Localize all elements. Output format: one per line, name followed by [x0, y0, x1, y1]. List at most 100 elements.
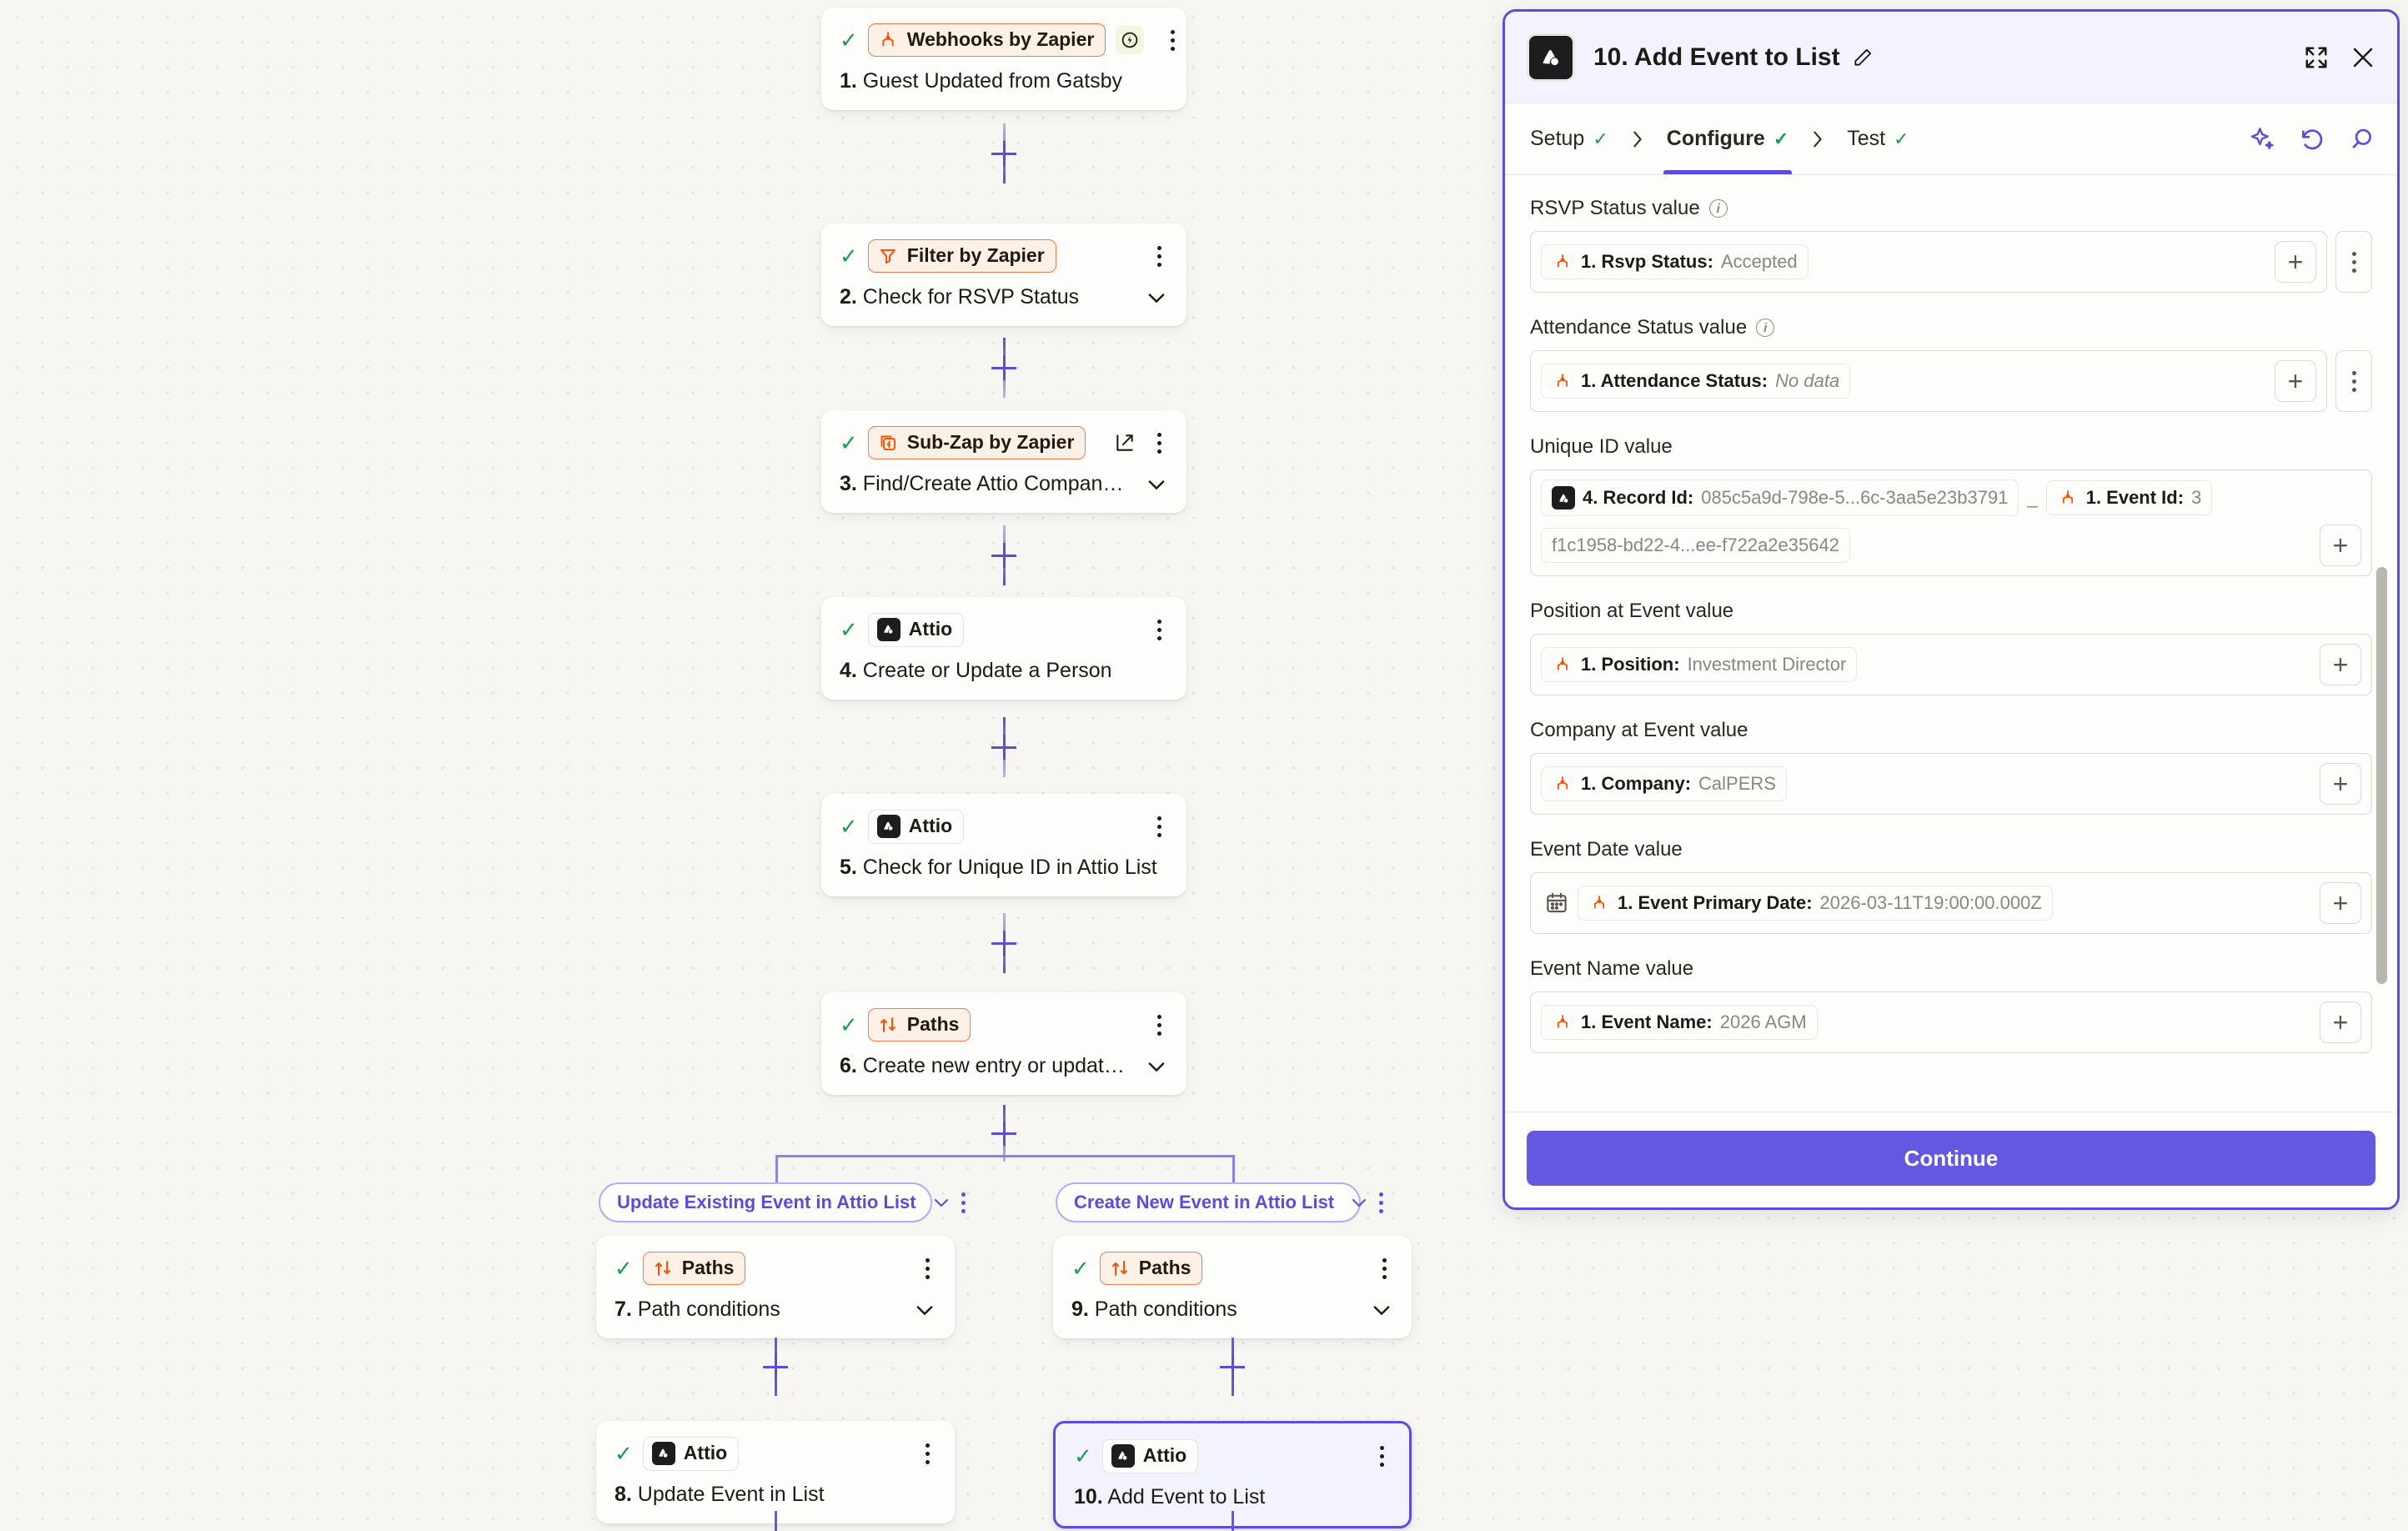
- tab-test[interactable]: Test ✓: [1847, 127, 1909, 150]
- field-menu-icon[interactable]: [2335, 231, 2372, 293]
- path-menu-icon[interactable]: [956, 1187, 971, 1218]
- node-menu-icon[interactable]: [1373, 1441, 1391, 1472]
- value-token[interactable]: 1. Attendance Status: No data: [1541, 364, 1851, 399]
- add-value-button[interactable]: +: [2275, 241, 2316, 283]
- panel-scrollbar-thumb[interactable]: [2376, 567, 2387, 984]
- add-step-button[interactable]: [991, 543, 1016, 568]
- field-label-text: Unique ID value: [1530, 435, 1673, 458]
- calendar-icon: [1544, 891, 1569, 916]
- field-group-5: Event Date value 1. Event Primary Date: …: [1530, 838, 2372, 934]
- value-token[interactable]: 4. Record Id: 085c5a9d-798e-5...6c-3aa5e…: [1541, 479, 2019, 516]
- field-input[interactable]: 1. Company: CalPERS +: [1530, 753, 2372, 815]
- path-menu-icon[interactable]: [1374, 1187, 1388, 1218]
- close-icon[interactable]: [2350, 45, 2375, 70]
- continue-button[interactable]: Continue: [1527, 1131, 2375, 1186]
- add-value-button[interactable]: +: [2320, 525, 2361, 566]
- field-label: RSVP Status value i: [1530, 197, 2372, 220]
- node-menu-icon[interactable]: [1151, 428, 1168, 459]
- pencil-icon[interactable]: [1852, 47, 1874, 68]
- search-icon[interactable]: [2349, 126, 2375, 153]
- attio-icon: [876, 814, 900, 838]
- flow-node-n8[interactable]: ✓ Attio 8. Update Event in List: [596, 1421, 955, 1523]
- node-app-label: Attio: [908, 618, 953, 640]
- add-step-button[interactable]: [991, 1121, 1016, 1146]
- node-check-icon: ✓: [840, 430, 858, 455]
- zapier-icon: [2057, 487, 2079, 509]
- flow-node-n7[interactable]: ✓ Paths 7. Path conditions: [596, 1236, 955, 1338]
- value-token[interactable]: 1. Event Primary Date: 2026-03-11T19:00:…: [1578, 886, 2053, 921]
- field-input[interactable]: 4. Record Id: 085c5a9d-798e-5...6c-3aa5e…: [1530, 469, 2372, 576]
- ai-sparkle-icon[interactable]: [2249, 126, 2275, 153]
- zapier-icon: [1552, 251, 1573, 273]
- expand-icon[interactable]: [2304, 45, 2329, 70]
- panel-scrollbar-track[interactable]: [2376, 342, 2390, 1095]
- token-label: 1. Rsvp Status:: [1581, 251, 1713, 272]
- node-title: 4. Create or Update a Person: [840, 659, 1112, 682]
- chevron-down-icon[interactable]: [1349, 1192, 1369, 1212]
- add-step-button[interactable]: [991, 355, 1016, 380]
- check-icon: ✓: [1894, 128, 1909, 149]
- node-menu-icon[interactable]: [919, 1253, 936, 1284]
- chevron-down-icon[interactable]: [931, 1192, 951, 1212]
- add-value-button[interactable]: +: [2320, 1001, 2361, 1043]
- token-value: 085c5a9d-798e-5...6c-3aa5e23b3791: [1701, 487, 2009, 508]
- add-value-button[interactable]: +: [2320, 882, 2361, 924]
- add-step-button[interactable]: [1220, 1354, 1245, 1379]
- node-check-icon: ✓: [840, 814, 858, 839]
- node-app-label: Filter by Zapier: [906, 244, 1045, 266]
- add-step-button[interactable]: [991, 735, 1016, 760]
- value-token[interactable]: 1. Position: Investment Director: [1541, 647, 1858, 682]
- node-menu-icon[interactable]: [1151, 811, 1168, 842]
- flow-node-n3[interactable]: ✓ Sub-Zap by Zapier 3. Find/Create Attio…: [821, 410, 1186, 513]
- token-separator: _: [2027, 487, 2038, 508]
- tab-setup[interactable]: Setup ✓: [1530, 127, 1608, 150]
- value-token[interactable]: 1. Company: CalPERS: [1541, 766, 1787, 801]
- value-token[interactable]: 1. Event Id: 3: [2045, 480, 2213, 515]
- flow-node-n1[interactable]: ✓ Webhooks by Zapier 1. Guest Updated fr…: [821, 8, 1186, 110]
- add-value-button[interactable]: +: [2320, 763, 2361, 805]
- add-value-button[interactable]: +: [2320, 644, 2361, 685]
- value-token[interactable]: f1c1958-bd22-4...ee-f722a2e35642: [1541, 528, 1850, 563]
- field-input[interactable]: 1. Attendance Status: No data +: [1530, 350, 2327, 412]
- node-menu-icon[interactable]: [919, 1438, 936, 1469]
- token-value: f1c1958-bd22-4...ee-f722a2e35642: [1552, 535, 1839, 555]
- chevron-down-icon[interactable]: [1133, 1055, 1168, 1078]
- info-icon[interactable]: i: [1756, 319, 1775, 337]
- add-value-button[interactable]: +: [2275, 360, 2316, 402]
- field-input[interactable]: 1. Event Name: 2026 AGM +: [1530, 991, 2372, 1053]
- node-menu-icon[interactable]: [1151, 241, 1168, 272]
- value-token[interactable]: 1. Event Name: 2026 AGM: [1541, 1005, 1818, 1040]
- node-menu-icon[interactable]: [1376, 1253, 1393, 1284]
- path-pill-1[interactable]: Create New Event in Attio List: [1056, 1182, 1384, 1222]
- chevron-down-icon[interactable]: [1358, 1298, 1393, 1322]
- chevron-down-icon[interactable]: [1133, 473, 1168, 496]
- flow-node-n2[interactable]: ✓ Filter by Zapier 2. Check for RSVP Sta…: [821, 223, 1186, 326]
- field-menu-icon[interactable]: [2335, 350, 2372, 412]
- info-icon[interactable]: i: [1708, 199, 1728, 218]
- add-step-button[interactable]: [991, 931, 1016, 956]
- flow-node-n6[interactable]: ✓ Paths 6. Create new entry or update on…: [821, 992, 1186, 1095]
- flow-node-n10[interactable]: ✓ Attio 10. Add Event to List: [1053, 1421, 1412, 1528]
- node-menu-icon[interactable]: [1151, 615, 1168, 645]
- chevron-down-icon[interactable]: [901, 1298, 936, 1322]
- path-pill-0[interactable]: Update Existing Event in Attio List: [599, 1182, 966, 1222]
- flow-node-n5[interactable]: ✓ Attio 5. Check for Unique ID in Attio …: [821, 794, 1186, 896]
- value-token[interactable]: 1. Rsvp Status: Accepted: [1541, 244, 1809, 279]
- token-label: 1. Event Primary Date:: [1618, 892, 1813, 913]
- field-input[interactable]: 1. Position: Investment Director +: [1530, 634, 2372, 695]
- field-input[interactable]: 1. Rsvp Status: Accepted +: [1530, 231, 2327, 293]
- add-step-button[interactable]: [991, 141, 1016, 166]
- flow-node-n4[interactable]: ✓ Attio 4. Create or Update a Person: [821, 597, 1186, 700]
- add-step-button[interactable]: [763, 1354, 788, 1379]
- node-menu-icon[interactable]: [1151, 1010, 1168, 1041]
- node-app-chip: Paths: [642, 1252, 746, 1285]
- node-menu-icon[interactable]: [1164, 25, 1181, 56]
- field-input[interactable]: 1. Event Primary Date: 2026-03-11T19:00:…: [1530, 872, 2372, 934]
- open-external-icon[interactable]: [1114, 432, 1136, 454]
- node-app-chip: Attio: [642, 1436, 740, 1471]
- undo-icon[interactable]: [2299, 126, 2325, 153]
- flow-node-n9[interactable]: ✓ Paths 9. Path conditions: [1053, 1236, 1412, 1338]
- token-value: Investment Director: [1687, 654, 1847, 675]
- chevron-down-icon[interactable]: [1133, 286, 1168, 309]
- tab-configure[interactable]: Configure ✓: [1663, 103, 1793, 174]
